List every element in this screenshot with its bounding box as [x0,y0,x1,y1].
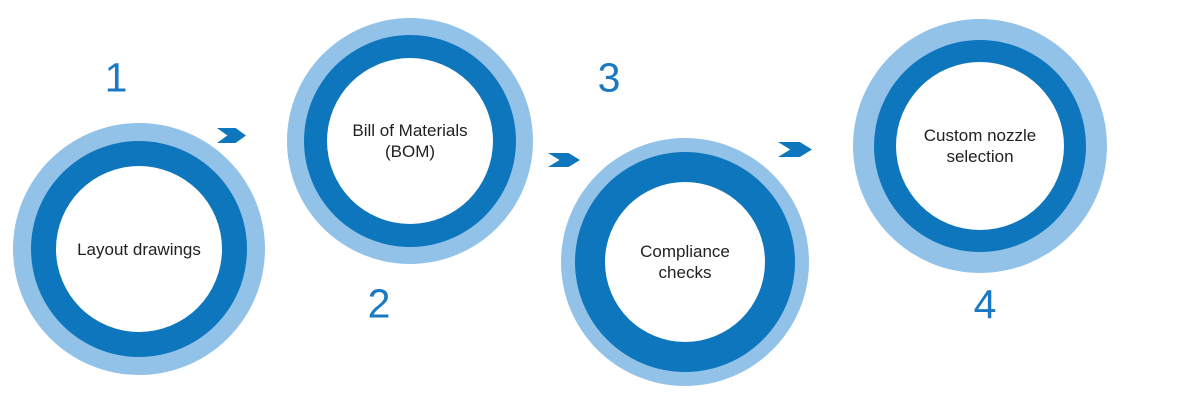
step-label-4-line-1: Custom nozzle [923,126,1037,145]
step-circle-4-dark-ring: Custom nozzle selection [874,40,1086,252]
step-circle-1-core: Layout drawings [56,166,222,332]
step-label-3-line-1: Compliance [640,242,730,261]
step-label-2-line-2: (BOM) [384,142,436,161]
step-number-4: 4 [973,281,997,328]
step-circle-1-dark-ring: Layout drawings [31,141,247,357]
step-circle-3-dark-ring: Compliance checks [575,152,795,372]
step-circle-1: Layout drawings [13,123,265,375]
step-label-4: Custom nozzle selection [924,125,1036,167]
chevron-right-arrow-icon [548,153,580,167]
chevron-right-arrow-icon [217,128,246,143]
step-label-3-line-2: checks [658,263,712,282]
step-number-1: 1 [104,54,128,101]
step-circle-2-core: Bill of Materials (BOM) [327,58,493,224]
step-circle-4: Custom nozzle selection [853,19,1107,273]
step-label-2: Bill of Materials (BOM) [352,120,467,162]
step-label-1-line-1: Layout drawings [77,239,201,259]
step-circle-3: Compliance checks [561,138,809,386]
step-circle-3-core: Compliance checks [605,182,765,342]
step-circle-4-core: Custom nozzle selection [896,62,1064,230]
step-label-3: Compliance checks [640,241,730,283]
step-label-2-line-1: Bill of Materials [352,121,468,140]
step-label-4-line-2: selection [946,147,1014,166]
step-circle-2-dark-ring: Bill of Materials (BOM) [304,35,516,247]
step-circle-2: Bill of Materials (BOM) [287,18,533,264]
step-label-1: Layout drawings [77,239,201,260]
chevron-right-arrow-icon [778,142,812,157]
step-number-3: 3 [597,54,621,101]
step-number-2: 2 [367,280,391,327]
